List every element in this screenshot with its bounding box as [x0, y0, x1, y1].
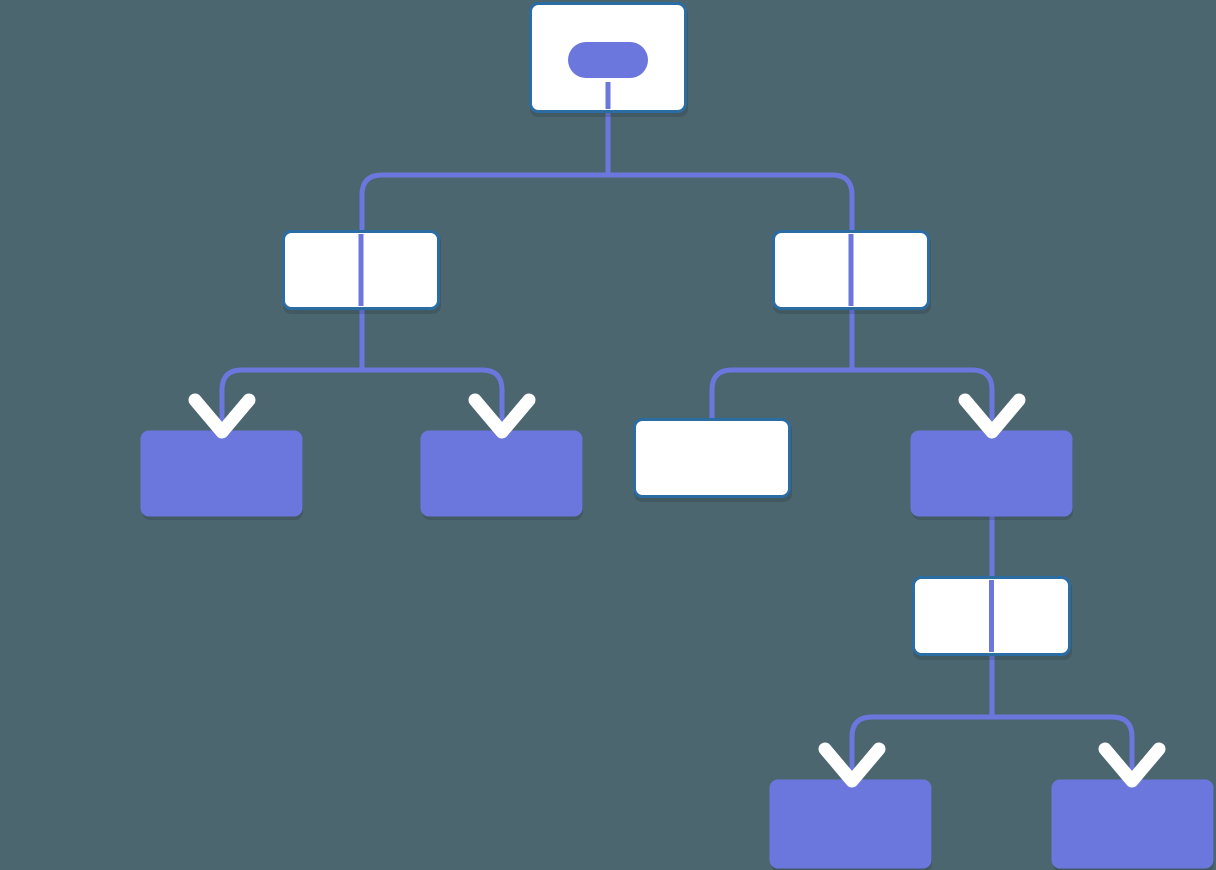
arrow-marker-n6	[958, 393, 1026, 439]
edge-n7-to-n9	[989, 656, 1135, 780]
chevron-down-icon	[1098, 742, 1166, 788]
arrow-marker-n8	[818, 742, 886, 788]
nodes-layer	[140, 2, 1214, 870]
node-n8[interactable]	[769, 779, 932, 870]
node-pill-badge[interactable]	[568, 42, 648, 78]
node-body-filled[interactable]	[1051, 779, 1214, 869]
arrow-markers-layer	[188, 393, 1166, 788]
node-n1[interactable]	[282, 230, 441, 315]
node-body-filled[interactable]	[910, 430, 1073, 517]
chevron-down-icon	[188, 393, 256, 439]
edge-n1-to-n3	[219, 310, 365, 431]
arrow-marker-n9	[1098, 742, 1166, 788]
arrow-marker-n3	[188, 393, 256, 439]
edge-n0-to-n1	[359, 113, 611, 230]
node-body-white[interactable]	[633, 418, 791, 498]
edge-n2-to-n6	[849, 310, 995, 431]
node-n6[interactable]	[910, 430, 1073, 520]
node-body-filled[interactable]	[769, 779, 932, 869]
edge-n1-to-n4	[359, 310, 505, 431]
edge-n2-to-n5	[709, 310, 855, 418]
edge-n7-to-n8	[849, 656, 995, 780]
arrow-marker-n4	[468, 393, 536, 439]
node-n2[interactable]	[772, 230, 931, 315]
node-n3[interactable]	[140, 430, 303, 520]
node-n9[interactable]	[1051, 779, 1214, 870]
node-n4[interactable]	[420, 430, 583, 520]
edges-layer	[219, 113, 1135, 780]
chevron-down-icon	[958, 393, 1026, 439]
edge-n0-to-n2	[605, 113, 855, 230]
chevron-down-icon	[468, 393, 536, 439]
chevron-down-icon	[818, 742, 886, 788]
node-n0[interactable]	[529, 2, 688, 118]
node-n7[interactable]	[912, 576, 1072, 661]
node-n5[interactable]	[633, 418, 792, 503]
node-body-filled[interactable]	[140, 430, 303, 517]
node-body-filled[interactable]	[420, 430, 583, 517]
